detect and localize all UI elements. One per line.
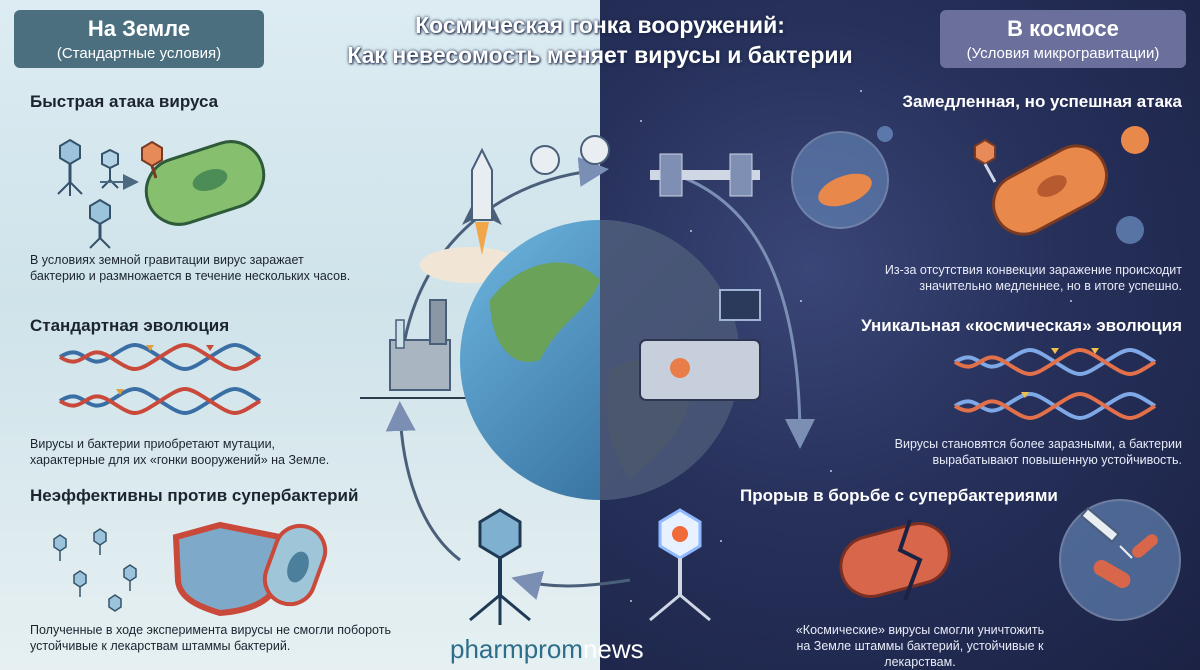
bacteriophage-icon [53,534,67,561]
shield-icon [172,521,284,617]
center-illustration [360,135,815,625]
bacterium-icon [839,519,951,601]
bacteriophage-icon [73,570,87,597]
bacteriophage-icon [93,528,107,555]
bacteriophage-icon [89,198,111,249]
right-caption-evolution: Вирусы становятся более заразными, а бак… [820,436,1182,468]
dna-helix-icon [58,387,262,415]
left-caption-attack-line2: бактерию и размножается в течение нескол… [30,269,351,283]
right-caption-breakthrough-line1: «Космические» вирусы смогли уничтожить [795,623,1045,637]
earth-dna-illustration [58,343,262,415]
logo-part2: news [582,634,644,664]
main-title-line2: Как невесомость меняет вирусы и бактерии [347,42,853,68]
right-heading-attack: Замедленная, но успешная атака [902,92,1182,111]
earth-header-title: На Земле [87,16,191,41]
right-heading-evolution: Уникальная «космическая» эволюция [861,316,1182,335]
space-infection-illustration [791,126,1149,244]
right-caption-attack-line1: Из-за отсутствия конвекции заражение про… [884,263,1182,277]
right-caption-attack: Из-за отсутствия конвекции заражение про… [800,262,1182,294]
left-heading-superbugs: Неэффективны против супербактерий [30,486,359,505]
bacterium-icon [262,523,328,607]
left-caption-evolution-line2: характерные для их «гонки вооружений» на… [30,453,330,467]
earth-header: На Земле (Стандартные условия) [14,10,264,68]
bacterium-icon [992,144,1108,236]
logo-part1: pharmprom [450,634,583,664]
bacteriophage-icon [974,138,997,183]
left-heading-attack: Быстрая атака вируса [30,92,219,111]
right-caption-evolution-line1: Вирусы становятся более заразными, а бак… [894,437,1182,451]
earth-shield-illustration [53,521,328,617]
bacteriophage-icon [101,148,119,189]
main-title-line1: Космическая гонка вооружений: [415,12,785,38]
bacteriophage-icon [108,594,122,612]
space-station-lab [600,220,761,500]
space-header-title: В космосе [1007,16,1119,41]
left-caption-evolution: Вирусы и бактерии приобретают мутации, х… [30,436,329,468]
bacteriophage-icon [123,564,137,591]
dna-helix-icon [58,343,262,371]
earth-infection-illustration [57,138,266,249]
cycle-arrow-icon [385,401,461,562]
cycle-arrow-icon [659,168,815,449]
earth-header-subtitle: (Стандартные условия) [56,45,222,62]
petri-dish-icon [1059,499,1181,621]
space-station-icon [650,153,760,197]
left-caption-superbugs: Полученные в ходе эксперимента вирусы не… [30,622,391,654]
dna-helix-icon [953,348,1157,376]
left-caption-attack: В условиях земной гравитации вирус зараж… [30,252,350,284]
left-caption-superbugs-line1: Полученные в ходе эксперимента вирусы не… [30,623,391,637]
space-header: В космосе (Условия микрогравитации) [940,10,1186,68]
lab-equipment-icon [360,299,470,399]
right-caption-evolution-line2: вырабатывают повышенную устойчивость. [932,453,1182,467]
left-caption-attack-line1: В условиях земной гравитации вирус зараж… [30,253,304,267]
space-header-subtitle: (Условия микрогравитации) [966,45,1160,62]
main-title: Космическая гонка вооружений: Как невесо… [330,10,870,70]
bacteriophage-icon [57,138,83,196]
bacterium-icon [144,140,266,226]
right-heading-breakthrough: Прорыв в борьбе с супербактериями [740,486,1058,505]
bacteriophage-icon [141,140,163,179]
space-dna-illustration [953,348,1157,420]
bacteriophage-icon [469,508,531,625]
right-caption-breakthrough: «Космические» вирусы смогли уничтожить н… [760,622,1080,670]
left-heading-evolution: Стандартная эволюция [30,316,230,335]
left-caption-superbugs-line2: устойчивые к лекарствам штаммы бактерий. [30,639,291,653]
right-caption-attack-line2: значительно медленнее, но в итоге успешн… [919,279,1182,293]
syringe-icon [1080,506,1133,559]
left-caption-evolution-line1: Вирусы и бактерии приобретают мутации, [30,437,276,451]
dna-helix-icon [953,392,1157,420]
bacteriophage-icon [649,508,711,622]
cycle-arrow-icon [511,570,631,600]
rocket-icon [462,147,502,255]
space-breakthrough-illustration [839,499,1181,621]
right-caption-breakthrough-line2: на Земле штаммы бактерий, устойчивые к л… [796,639,1044,669]
pharmprom-news-logo: pharmpromnews [450,634,644,665]
